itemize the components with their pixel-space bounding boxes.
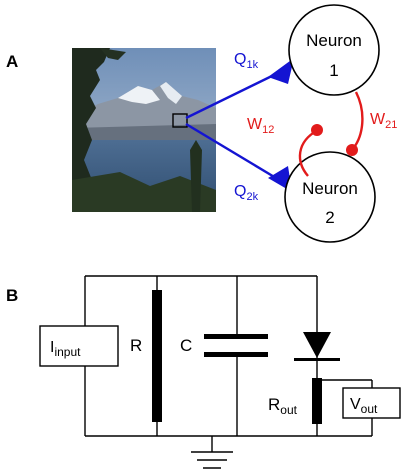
input-source-box [39,325,119,367]
capacitor-label: C [180,336,192,355]
receptive-field-box [172,113,188,128]
lateral-connection-w21 [351,91,364,151]
capacitor-plate-top [204,334,268,339]
neuron-1-number: 1 [329,61,338,80]
w12-label: W12 [247,116,274,136]
panel-b-label: B [6,286,18,305]
vout-label: Vout [350,396,378,416]
vout-box [342,387,401,419]
feedforward-connections [185,72,277,180]
neuron-1-circle [288,4,380,96]
synapse-w12-dot [311,124,323,136]
rout-label: Rout [268,395,298,417]
ground-symbol [191,451,233,469]
diode-symbol [303,332,331,358]
diode-bar [294,358,340,361]
neuron-2-number: 2 [325,208,334,227]
resistor-r [152,290,162,422]
synapse-q1-triangle [268,58,294,84]
resistor-rout [312,378,322,424]
neuron-2-name: Neuron [302,179,358,198]
w21-label: W21 [370,111,397,131]
q2-label: Q2k [234,183,259,203]
capacitor-plate-bottom [204,352,268,357]
resistor-label: R [130,336,142,355]
landscape-photo [72,48,216,212]
panel-a-label: A [6,52,18,71]
neuron-1-name: Neuron [306,31,362,50]
circuit-wires [84,275,373,452]
input-label: Iinput [50,339,81,359]
q1-label: Q1k [234,51,259,71]
synapse-w21-dot [346,144,358,156]
